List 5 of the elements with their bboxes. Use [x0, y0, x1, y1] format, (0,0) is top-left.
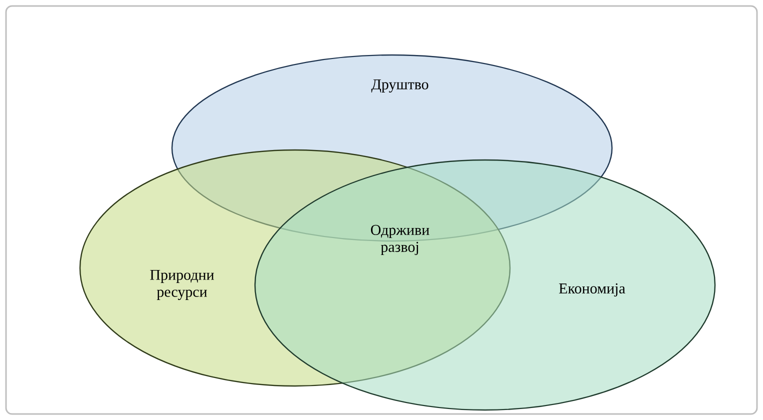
circle-label: Економија — [559, 283, 626, 297]
circle-label: Природни ресурси — [150, 270, 214, 300]
center-label: Одрживи развој — [370, 224, 430, 256]
circle-label: Друштво — [371, 79, 428, 93]
venn-ellipse — [254, 159, 716, 411]
